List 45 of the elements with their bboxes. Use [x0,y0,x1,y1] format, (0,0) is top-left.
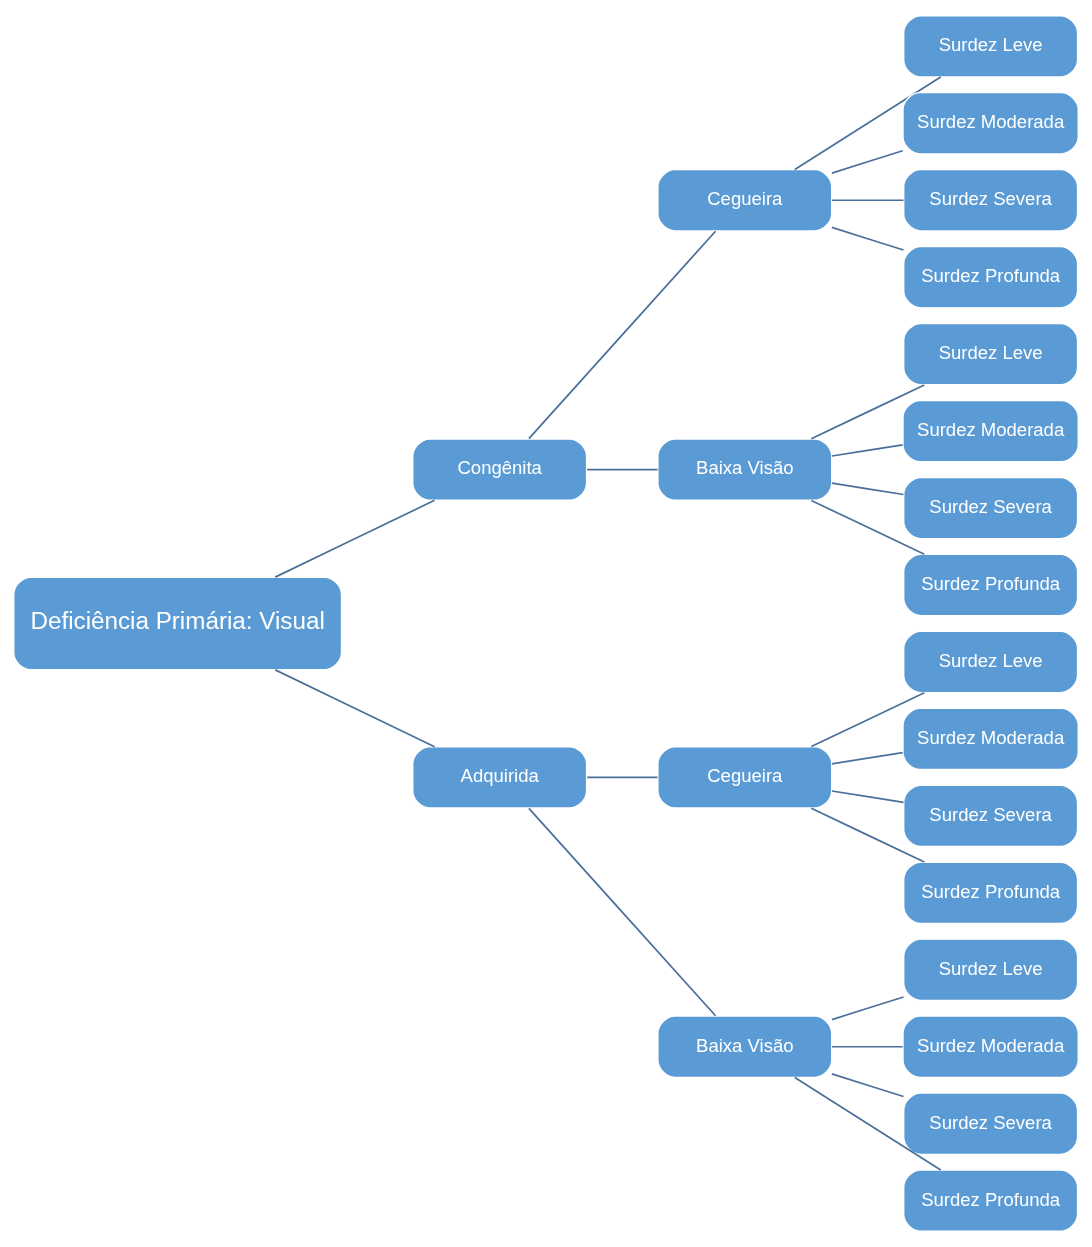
connector [274,499,436,578]
connector [831,751,904,765]
connector [810,691,926,748]
connector [274,669,436,748]
node-box: Surdez Severa [903,784,1079,848]
node-box: Surdez Severa [903,1092,1079,1156]
connector [831,1045,904,1048]
connector [831,482,905,496]
connector [831,149,904,174]
connector [831,996,905,1021]
node-box: Cegueira [657,746,833,809]
node-box: Surdez Profunda [903,245,1079,309]
connector [810,807,926,863]
node-box: Adquirida [412,746,588,809]
node-box: Surdez Leve [903,322,1079,386]
node-box: Surdez Leve [903,15,1079,78]
connector [793,1076,942,1171]
node-box: Cegueira [657,168,833,232]
connector [810,384,926,440]
connector [810,499,926,556]
node-box: Surdez Moderada [902,399,1079,463]
connector [831,443,904,457]
node-box: Surdez Profunda [903,553,1079,617]
connector [528,230,717,440]
connector [528,807,717,1017]
node-box: Surdez Moderada [902,707,1079,771]
connector [793,76,942,171]
node-box: Surdez Profunda [903,861,1079,925]
node-box: Surdez Profunda [903,1169,1079,1232]
connector [831,1073,905,1098]
node-box: Deficiência Primária: Visual [13,576,343,671]
node-box: Surdez Severa [903,476,1079,540]
node-box: Surdez Moderada [902,91,1079,155]
connector [831,226,905,251]
node-box: Surdez Leve [903,938,1079,1002]
connector [831,199,905,202]
node-box: Baixa Visão [657,1015,833,1079]
node-box: Baixa Visão [657,438,833,501]
node-box: Surdez Leve [903,630,1079,694]
connector [586,468,659,471]
connector [586,776,659,779]
node-box: Surdez Severa [903,168,1079,232]
node-box: Surdez Moderada [902,1015,1079,1079]
node-box: Congênita [412,438,588,501]
connector [831,790,905,804]
